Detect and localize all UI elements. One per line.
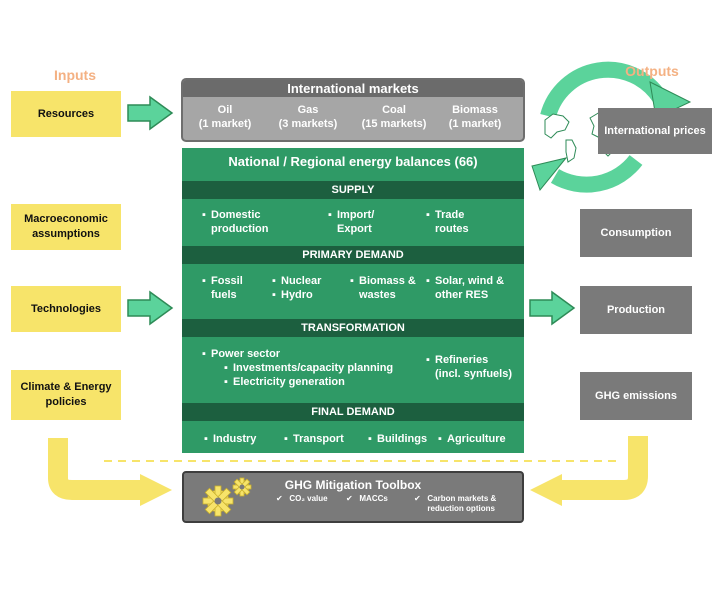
market-oil: Oil (1 market) bbox=[198, 104, 252, 131]
final-buildings: ▪Buildings bbox=[368, 433, 428, 445]
market-biomass: Biomass (1 market) bbox=[448, 104, 502, 131]
primary-biomass-wastes: ▪Biomass & wastes bbox=[350, 275, 416, 302]
transformation-electricity-generation: ▪Electricity generation bbox=[224, 376, 345, 388]
international-markets-title: International markets bbox=[183, 80, 523, 97]
transformation-investments: ▪Investments/capacity planning bbox=[224, 362, 394, 374]
band-final-demand: FINAL DEMAND bbox=[182, 403, 524, 421]
primary-nuclear: ▪Nuclear bbox=[272, 275, 322, 287]
band-primary-demand: PRIMARY DEMAND bbox=[182, 246, 524, 264]
national-to-production-arrow bbox=[529, 290, 576, 326]
resources-to-markets-arrow bbox=[127, 95, 174, 131]
supply-trade-routes: ▪Trade routes bbox=[426, 209, 469, 236]
input-resources: Resources bbox=[11, 91, 121, 137]
final-agriculture: ▪Agriculture bbox=[438, 433, 506, 445]
supply-import-export: ▪Import/ Export bbox=[328, 209, 375, 236]
gear-icon bbox=[202, 477, 252, 517]
supply-domestic-production: ▪Domestic production bbox=[202, 209, 269, 236]
inputs-header: Inputs bbox=[54, 67, 96, 83]
toolbox-co2-value: ✔ CO₂ value bbox=[276, 494, 328, 503]
input-technologies: Technologies bbox=[11, 286, 121, 332]
primary-solar-wind-res: ▪Solar, wind & other RES bbox=[426, 275, 505, 302]
output-production: Production bbox=[580, 286, 692, 334]
national-balances-title: National / Regional energy balances (66) bbox=[228, 154, 478, 169]
toolbox-maccs: ✔ MACCs bbox=[346, 494, 388, 503]
technologies-to-national-arrow bbox=[127, 290, 174, 326]
output-consumption: Consumption bbox=[580, 209, 692, 257]
market-coal: Coal (15 markets) bbox=[361, 104, 427, 131]
primary-fossil-fuels: ▪Fossil fuels bbox=[202, 275, 243, 302]
outputs-header: Outputs bbox=[625, 63, 679, 79]
output-international-prices: International prices bbox=[598, 108, 712, 154]
band-transformation: TRANSFORMATION bbox=[182, 319, 524, 337]
final-industry: ▪Industry bbox=[204, 433, 257, 445]
band-supply: SUPPLY bbox=[182, 181, 524, 199]
ghg-toolbox-title: GHG Mitigation Toolbox bbox=[284, 478, 422, 492]
transformation-power-sector: ▪Power sector bbox=[202, 348, 281, 360]
ghg-to-toolbox-arrow bbox=[562, 436, 648, 500]
input-macroeconomic-assumptions: Macroeconomic assumptions bbox=[11, 204, 121, 250]
international-markets-box: International markets Oil (1 market) Gas… bbox=[181, 78, 525, 142]
market-gas: Gas (3 markets) bbox=[278, 104, 338, 131]
primary-hydro: ▪Hydro bbox=[272, 289, 313, 301]
transformation-refineries: ▪Refineries (incl. synfuels) bbox=[426, 354, 513, 381]
input-climate-energy-policies: Climate & Energy policies bbox=[11, 370, 121, 420]
toolbox-carbon-markets: ✔ Carbon markets & reduction options bbox=[414, 494, 497, 514]
output-ghg-emissions: GHG emissions bbox=[580, 372, 692, 420]
national-balances-box: National / Regional energy balances (66)… bbox=[182, 148, 524, 453]
policies-to-toolbox-arrow bbox=[48, 438, 140, 500]
ghg-toolbox-box: GHG Mitigation Toolbox ✔ CO₂ value ✔ MAC… bbox=[182, 471, 524, 523]
final-transport: ▪Transport bbox=[284, 433, 344, 445]
